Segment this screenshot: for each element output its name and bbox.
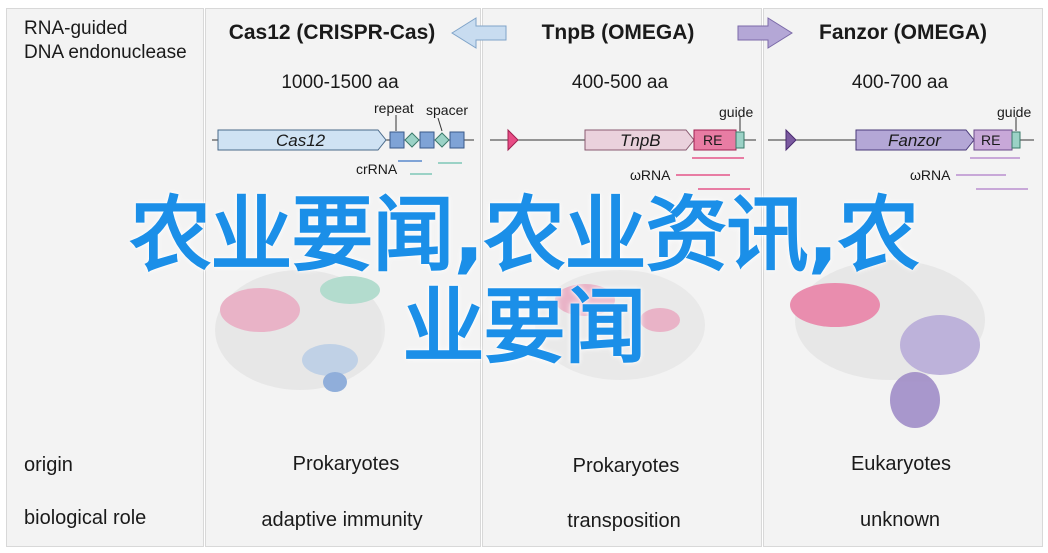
fanzor-length: 400-700 aa bbox=[851, 72, 949, 93]
tnpb-gene-label: TnpB bbox=[620, 131, 661, 150]
crrna-label: crRNA bbox=[356, 161, 398, 177]
cas12-role: adaptive immunity bbox=[261, 509, 423, 531]
cas12-origin: Prokaryotes bbox=[292, 453, 400, 475]
header-line1: RNA-guided bbox=[24, 18, 128, 39]
cas12-locus bbox=[212, 115, 474, 175]
overlay-line2: 业要闻 bbox=[402, 280, 646, 375]
arrow-right-icon bbox=[737, 17, 793, 49]
fanzor-origin: Eukaryotes bbox=[850, 453, 952, 475]
tnpb-locus bbox=[490, 117, 756, 190]
re-label-tnpb: RE bbox=[703, 132, 723, 148]
cas12-structure bbox=[215, 270, 385, 392]
cas12-title: Cas12 (CRISPR-Cas) bbox=[228, 21, 436, 44]
repeat-label: repeat bbox=[374, 100, 414, 116]
fanzor-role: unknown bbox=[859, 509, 941, 531]
tnpb-role: transposition bbox=[567, 510, 681, 532]
fanzor-structure bbox=[790, 260, 985, 428]
row-label-role: biological role bbox=[24, 507, 147, 529]
guide-label-fanzor: guide bbox=[997, 104, 1032, 120]
re-label-fanzor: RE bbox=[981, 132, 1001, 148]
omega-rna-label-tnpb: ωRNA bbox=[630, 167, 671, 183]
spacer-label: spacer bbox=[426, 102, 469, 118]
overlay-line1: 农业要闻,农业资讯,农 bbox=[129, 188, 919, 283]
header-line2: DNA endonuclease bbox=[24, 42, 187, 63]
tnpb-origin: Prokaryotes bbox=[572, 455, 680, 477]
fanzor-gene-label: Fanzor bbox=[888, 131, 941, 150]
omega-rna-label-fanzor: ωRNA bbox=[910, 167, 951, 183]
arrow-left-icon bbox=[451, 17, 507, 49]
fanzor-locus bbox=[768, 117, 1034, 190]
cas12-gene-label: Cas12 bbox=[276, 131, 326, 150]
panel-left bbox=[6, 8, 204, 547]
cas12-length: 1000-1500 aa bbox=[281, 72, 399, 93]
tnpb-length: 400-500 aa bbox=[571, 72, 669, 93]
tnpb-structure bbox=[535, 270, 705, 380]
row-label-origin: origin bbox=[24, 454, 73, 476]
overlay-text: 农业要闻,农业资讯,农 业要闻 bbox=[0, 190, 1048, 374]
guide-label-tnpb: guide bbox=[719, 104, 754, 120]
fanzor-title: Fanzor (OMEGA) bbox=[819, 21, 987, 44]
tnpb-title: TnpB (OMEGA) bbox=[541, 21, 695, 44]
